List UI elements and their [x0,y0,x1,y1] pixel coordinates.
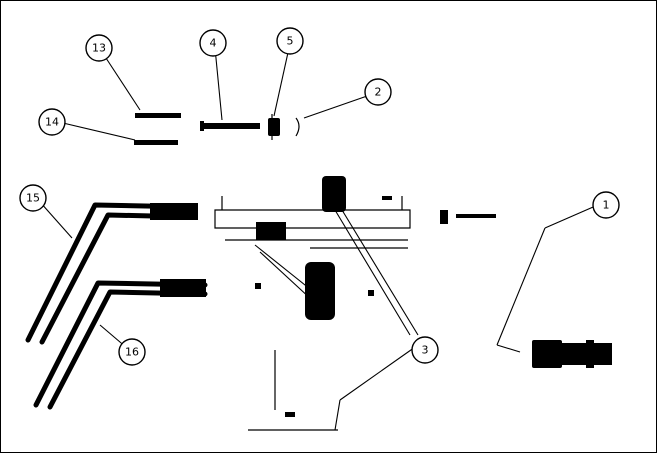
part-shims [134,113,181,145]
callout-5: 5 [276,27,304,55]
callout-2-label: 2 [375,86,382,99]
callout-14: 14 [38,108,66,136]
callout-15-label: 15 [26,192,40,205]
part-handle-upper [25,202,198,345]
leader-lines [39,47,601,431]
callout-16: 16 [118,338,146,366]
callout-3: 3 [411,336,439,364]
callout-13: 13 [85,34,113,62]
callout-4-label: 4 [210,37,217,50]
callout-5-label: 5 [287,35,294,48]
callout-16-label: 16 [125,346,139,359]
part-handle-lower [33,279,208,410]
part-spring-nut [268,114,300,140]
callout-13-label: 13 [92,42,106,55]
part-knob [532,340,612,368]
callout-14-label: 14 [45,116,59,129]
part-bracket-assembly [214,176,419,431]
callout-1-label: 1 [603,199,610,212]
part-pin [200,121,260,131]
callout-15: 15 [19,184,47,212]
callout-3-label: 3 [422,344,429,357]
callout-2: 2 [364,78,392,106]
part-screw [440,210,496,224]
callout-1: 1 [592,191,620,219]
callout-4: 4 [199,29,227,57]
